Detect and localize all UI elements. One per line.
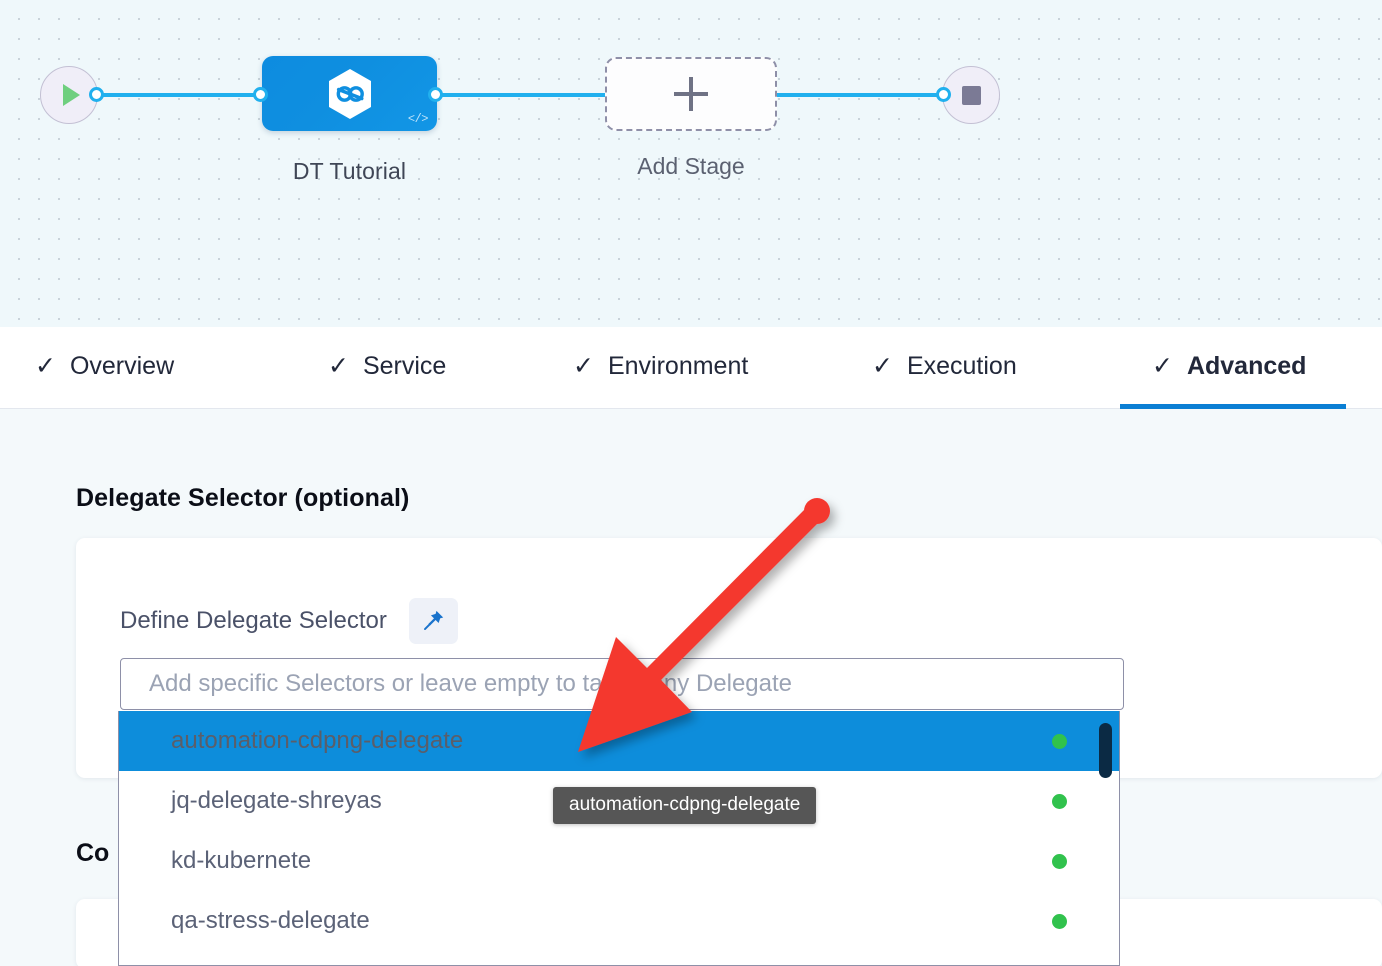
check-icon: ✓ — [1152, 351, 1173, 380]
delegate-tooltip: automation-cdpng-delegate — [553, 787, 817, 824]
connector-line-stage-to-add — [432, 93, 622, 97]
connector-line-add-to-end — [760, 93, 958, 97]
port-start-out[interactable] — [89, 87, 104, 102]
dropdown-option[interactable]: kd-kubernete — [119, 831, 1119, 891]
stop-icon — [961, 85, 981, 105]
stage-node-label: DT Tutorial — [292, 158, 407, 184]
code-icon: </> — [407, 112, 429, 126]
check-icon: ✓ — [872, 351, 893, 380]
status-dot-online — [1052, 733, 1067, 749]
check-icon: ✓ — [573, 351, 594, 380]
tab-service[interactable]: ✓ Service — [328, 327, 446, 409]
dropdown-option-label: jq-delegate-shreyas — [171, 787, 382, 814]
conditional-section-title: Co — [76, 839, 110, 867]
tab-environment[interactable]: ✓ Environment — [573, 327, 748, 409]
status-dot-online — [1052, 913, 1067, 929]
status-dot-online — [1052, 853, 1067, 869]
tab-label: Overview — [69, 351, 175, 380]
connector-line-start-to-stage — [92, 93, 272, 97]
tab-label: Service — [362, 351, 447, 380]
port-end-in[interactable] — [936, 87, 951, 102]
define-delegate-selector-row: Define Delegate Selector — [120, 598, 458, 644]
delegate-selector-dropdown[interactable]: automation-cdpng-delegate jq-delegate-sh… — [118, 711, 1120, 966]
tab-execution[interactable]: ✓ Execution — [872, 327, 1017, 409]
check-icon: ✓ — [328, 351, 349, 380]
tab-overview[interactable]: ✓ Overview — [35, 327, 174, 409]
port-stage-out[interactable] — [428, 87, 443, 102]
stage-node-dt-tutorial[interactable]: </> — [262, 56, 437, 131]
dropdown-option-label: automation-cdpng-delegate — [171, 727, 464, 754]
page-title: Delegate Selector (optional) — [76, 484, 410, 512]
pipeline-start-node[interactable] — [40, 66, 98, 124]
delegate-selector-input[interactable] — [120, 658, 1124, 710]
tab-advanced[interactable]: ✓ Advanced — [1119, 327, 1347, 409]
add-stage-label: Add Stage — [637, 153, 745, 179]
tab-label: Advanced — [1186, 351, 1307, 380]
stage-config-tabs: ✓ Overview ✓ Service ✓ Environment ✓ Exe… — [0, 327, 1382, 409]
pipeline-canvas[interactable]: </> DT Tutorial Add Stage — [0, 0, 1382, 327]
add-stage-button[interactable] — [605, 57, 777, 131]
pin-button[interactable] — [408, 598, 458, 644]
harness-hexagon-icon — [328, 68, 371, 119]
dropdown-option-label: qa-stress-delegate — [171, 907, 370, 934]
play-icon — [63, 84, 80, 106]
dropdown-scrollbar-thumb[interactable] — [1099, 723, 1112, 778]
check-icon: ✓ — [35, 351, 56, 380]
tab-label: Execution — [906, 351, 1017, 380]
plus-icon — [674, 77, 708, 111]
status-dot-online — [1052, 793, 1067, 809]
port-stage-in[interactable] — [253, 87, 268, 102]
define-delegate-selector-label: Define Delegate Selector — [120, 607, 387, 634]
dropdown-option[interactable]: qa-stress-delegate — [119, 891, 1119, 951]
pin-icon — [424, 610, 444, 630]
dropdown-option[interactable]: automation-cdpng-delegate — [119, 711, 1119, 771]
dropdown-option-label: kd-kubernete — [171, 847, 312, 874]
dropdown-option[interactable]: jq-delegate-shreyas — [119, 771, 1119, 831]
tab-label: Environment — [607, 351, 749, 380]
